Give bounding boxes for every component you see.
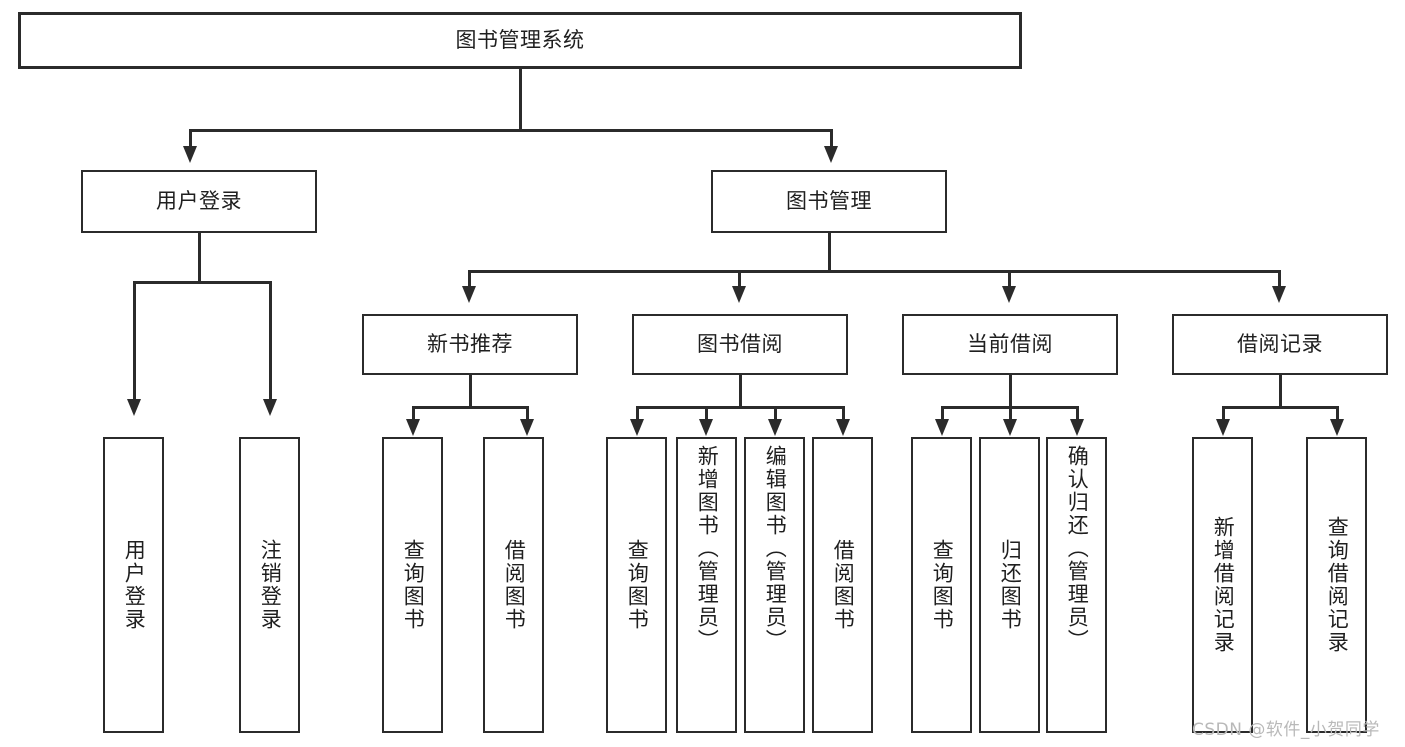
node-label: 新增借阅记录 <box>1211 516 1236 654</box>
connector-user-login-bus <box>133 281 271 284</box>
leaf-logout-login[interactable]: 注销登录 <box>239 437 300 733</box>
leaf-add-record[interactable]: 新增借阅记录 <box>1192 437 1253 733</box>
node-label: 编辑图书（管理员） <box>763 445 788 652</box>
connector-br-drop-2 <box>1336 406 1339 420</box>
node-book-borrow[interactable]: 图书借阅 <box>632 314 848 375</box>
node-label: 图书管理 <box>786 189 872 214</box>
connector-level3-drop-4 <box>1278 270 1281 287</box>
connector-user-login-drop-1 <box>133 281 136 400</box>
connector-new-book-recommend-stem <box>469 375 472 408</box>
arrowhead-to-leaf-borrow-book-2 <box>836 419 850 436</box>
arrowhead-to-leaf-borrow-book-1 <box>520 419 534 436</box>
leaf-edit-book[interactable]: 编辑图书（管理员） <box>744 437 805 733</box>
connector-root-stem <box>519 69 522 131</box>
arrowhead-to-leaf-return-book <box>1003 419 1017 436</box>
arrowhead-to-borrow-record <box>1272 286 1286 303</box>
node-label: 用户登录 <box>156 189 242 214</box>
node-label: 查询借阅记录 <box>1325 516 1350 654</box>
connector-current-borrow-stem <box>1009 375 1012 408</box>
connector-new-book-recommend-bus <box>412 406 528 409</box>
connector-user-login-stem <box>198 233 201 283</box>
node-label: 归还图书 <box>998 539 1023 631</box>
connector-book-manage-stem <box>828 233 831 272</box>
connector-user-login-drop-2 <box>269 281 272 400</box>
leaf-user-login[interactable]: 用户登录 <box>103 437 164 733</box>
arrowhead-to-leaf-query-record <box>1330 419 1344 436</box>
node-new-book-recommend[interactable]: 新书推荐 <box>362 314 578 375</box>
arrowhead-to-leaf-logout-login <box>263 399 277 416</box>
node-root-book-management-system[interactable]: 图书管理系统 <box>18 12 1022 69</box>
node-borrow-record[interactable]: 借阅记录 <box>1172 314 1388 375</box>
node-label: 图书管理系统 <box>455 28 585 53</box>
leaf-borrow-book-2[interactable]: 借阅图书 <box>812 437 873 733</box>
arrowhead-to-leaf-query-book-2 <box>630 419 644 436</box>
leaf-confirm-return[interactable]: 确认归还（管理员） <box>1046 437 1107 733</box>
node-label: 图书借阅 <box>697 332 783 357</box>
node-label: 注销登录 <box>258 539 283 631</box>
connector-nbr-drop-1 <box>412 406 415 420</box>
connector-cb-drop-2 <box>1009 406 1012 420</box>
node-label: 借阅图书 <box>502 539 527 631</box>
node-label: 查询图书 <box>930 539 955 631</box>
node-label: 借阅图书 <box>831 539 856 631</box>
node-book-manage[interactable]: 图书管理 <box>711 170 947 233</box>
node-label: 用户登录 <box>122 539 147 631</box>
arrowhead-to-book-borrow <box>732 286 746 303</box>
connector-bb-drop-3 <box>774 406 777 420</box>
arrowhead-to-current-borrow <box>1002 286 1016 303</box>
connector-cb-drop-1 <box>941 406 944 420</box>
arrowhead-to-leaf-query-book-3 <box>935 419 949 436</box>
connector-level2-bus <box>189 129 832 132</box>
node-label: 查询图书 <box>401 539 426 631</box>
node-label: 借阅记录 <box>1237 332 1323 357</box>
connector-bb-drop-2 <box>705 406 708 420</box>
arrowhead-to-leaf-edit-book <box>768 419 782 436</box>
connector-br-drop-1 <box>1222 406 1225 420</box>
node-label: 当前借阅 <box>967 332 1053 357</box>
arrowhead-to-new-book-recommend <box>462 286 476 303</box>
leaf-return-book[interactable]: 归还图书 <box>979 437 1040 733</box>
node-current-borrow[interactable]: 当前借阅 <box>902 314 1118 375</box>
node-label: 确认归还（管理员） <box>1065 445 1090 652</box>
node-label: 查询图书 <box>625 539 650 631</box>
connector-level3-drop-1 <box>468 270 471 287</box>
leaf-query-book-3[interactable]: 查询图书 <box>911 437 972 733</box>
leaf-borrow-book-1[interactable]: 借阅图书 <box>483 437 544 733</box>
connector-bb-drop-1 <box>636 406 639 420</box>
arrowhead-to-leaf-add-book <box>699 419 713 436</box>
leaf-add-book[interactable]: 新增图书（管理员） <box>676 437 737 733</box>
node-user-login[interactable]: 用户登录 <box>81 170 317 233</box>
arrowhead-to-leaf-confirm-return <box>1070 419 1084 436</box>
connector-book-borrow-bus <box>636 406 844 409</box>
arrowhead-to-user-login <box>183 146 197 163</box>
connector-level3-drop-2 <box>738 270 741 287</box>
connector-level2-drop-left <box>189 129 192 147</box>
connector-borrow-record-stem <box>1279 375 1282 408</box>
leaf-query-book-1[interactable]: 查询图书 <box>382 437 443 733</box>
connector-nbr-drop-2 <box>526 406 529 420</box>
connector-book-borrow-stem <box>739 375 742 408</box>
connector-borrow-record-bus <box>1222 406 1338 409</box>
arrowhead-to-book-manage <box>824 146 838 163</box>
connector-level3-drop-3 <box>1008 270 1011 287</box>
leaf-query-record[interactable]: 查询借阅记录 <box>1306 437 1367 733</box>
leaf-query-book-2[interactable]: 查询图书 <box>606 437 667 733</box>
connector-level3-bus <box>468 270 1280 273</box>
arrowhead-to-leaf-query-book-1 <box>406 419 420 436</box>
node-label: 新书推荐 <box>427 332 513 357</box>
connector-bb-drop-4 <box>842 406 845 420</box>
node-label: 新增图书（管理员） <box>695 445 720 652</box>
connector-cb-drop-3 <box>1076 406 1079 420</box>
arrowhead-to-leaf-user-login <box>127 399 141 416</box>
arrowhead-to-leaf-add-record <box>1216 419 1230 436</box>
connector-level2-drop-right <box>830 129 833 147</box>
